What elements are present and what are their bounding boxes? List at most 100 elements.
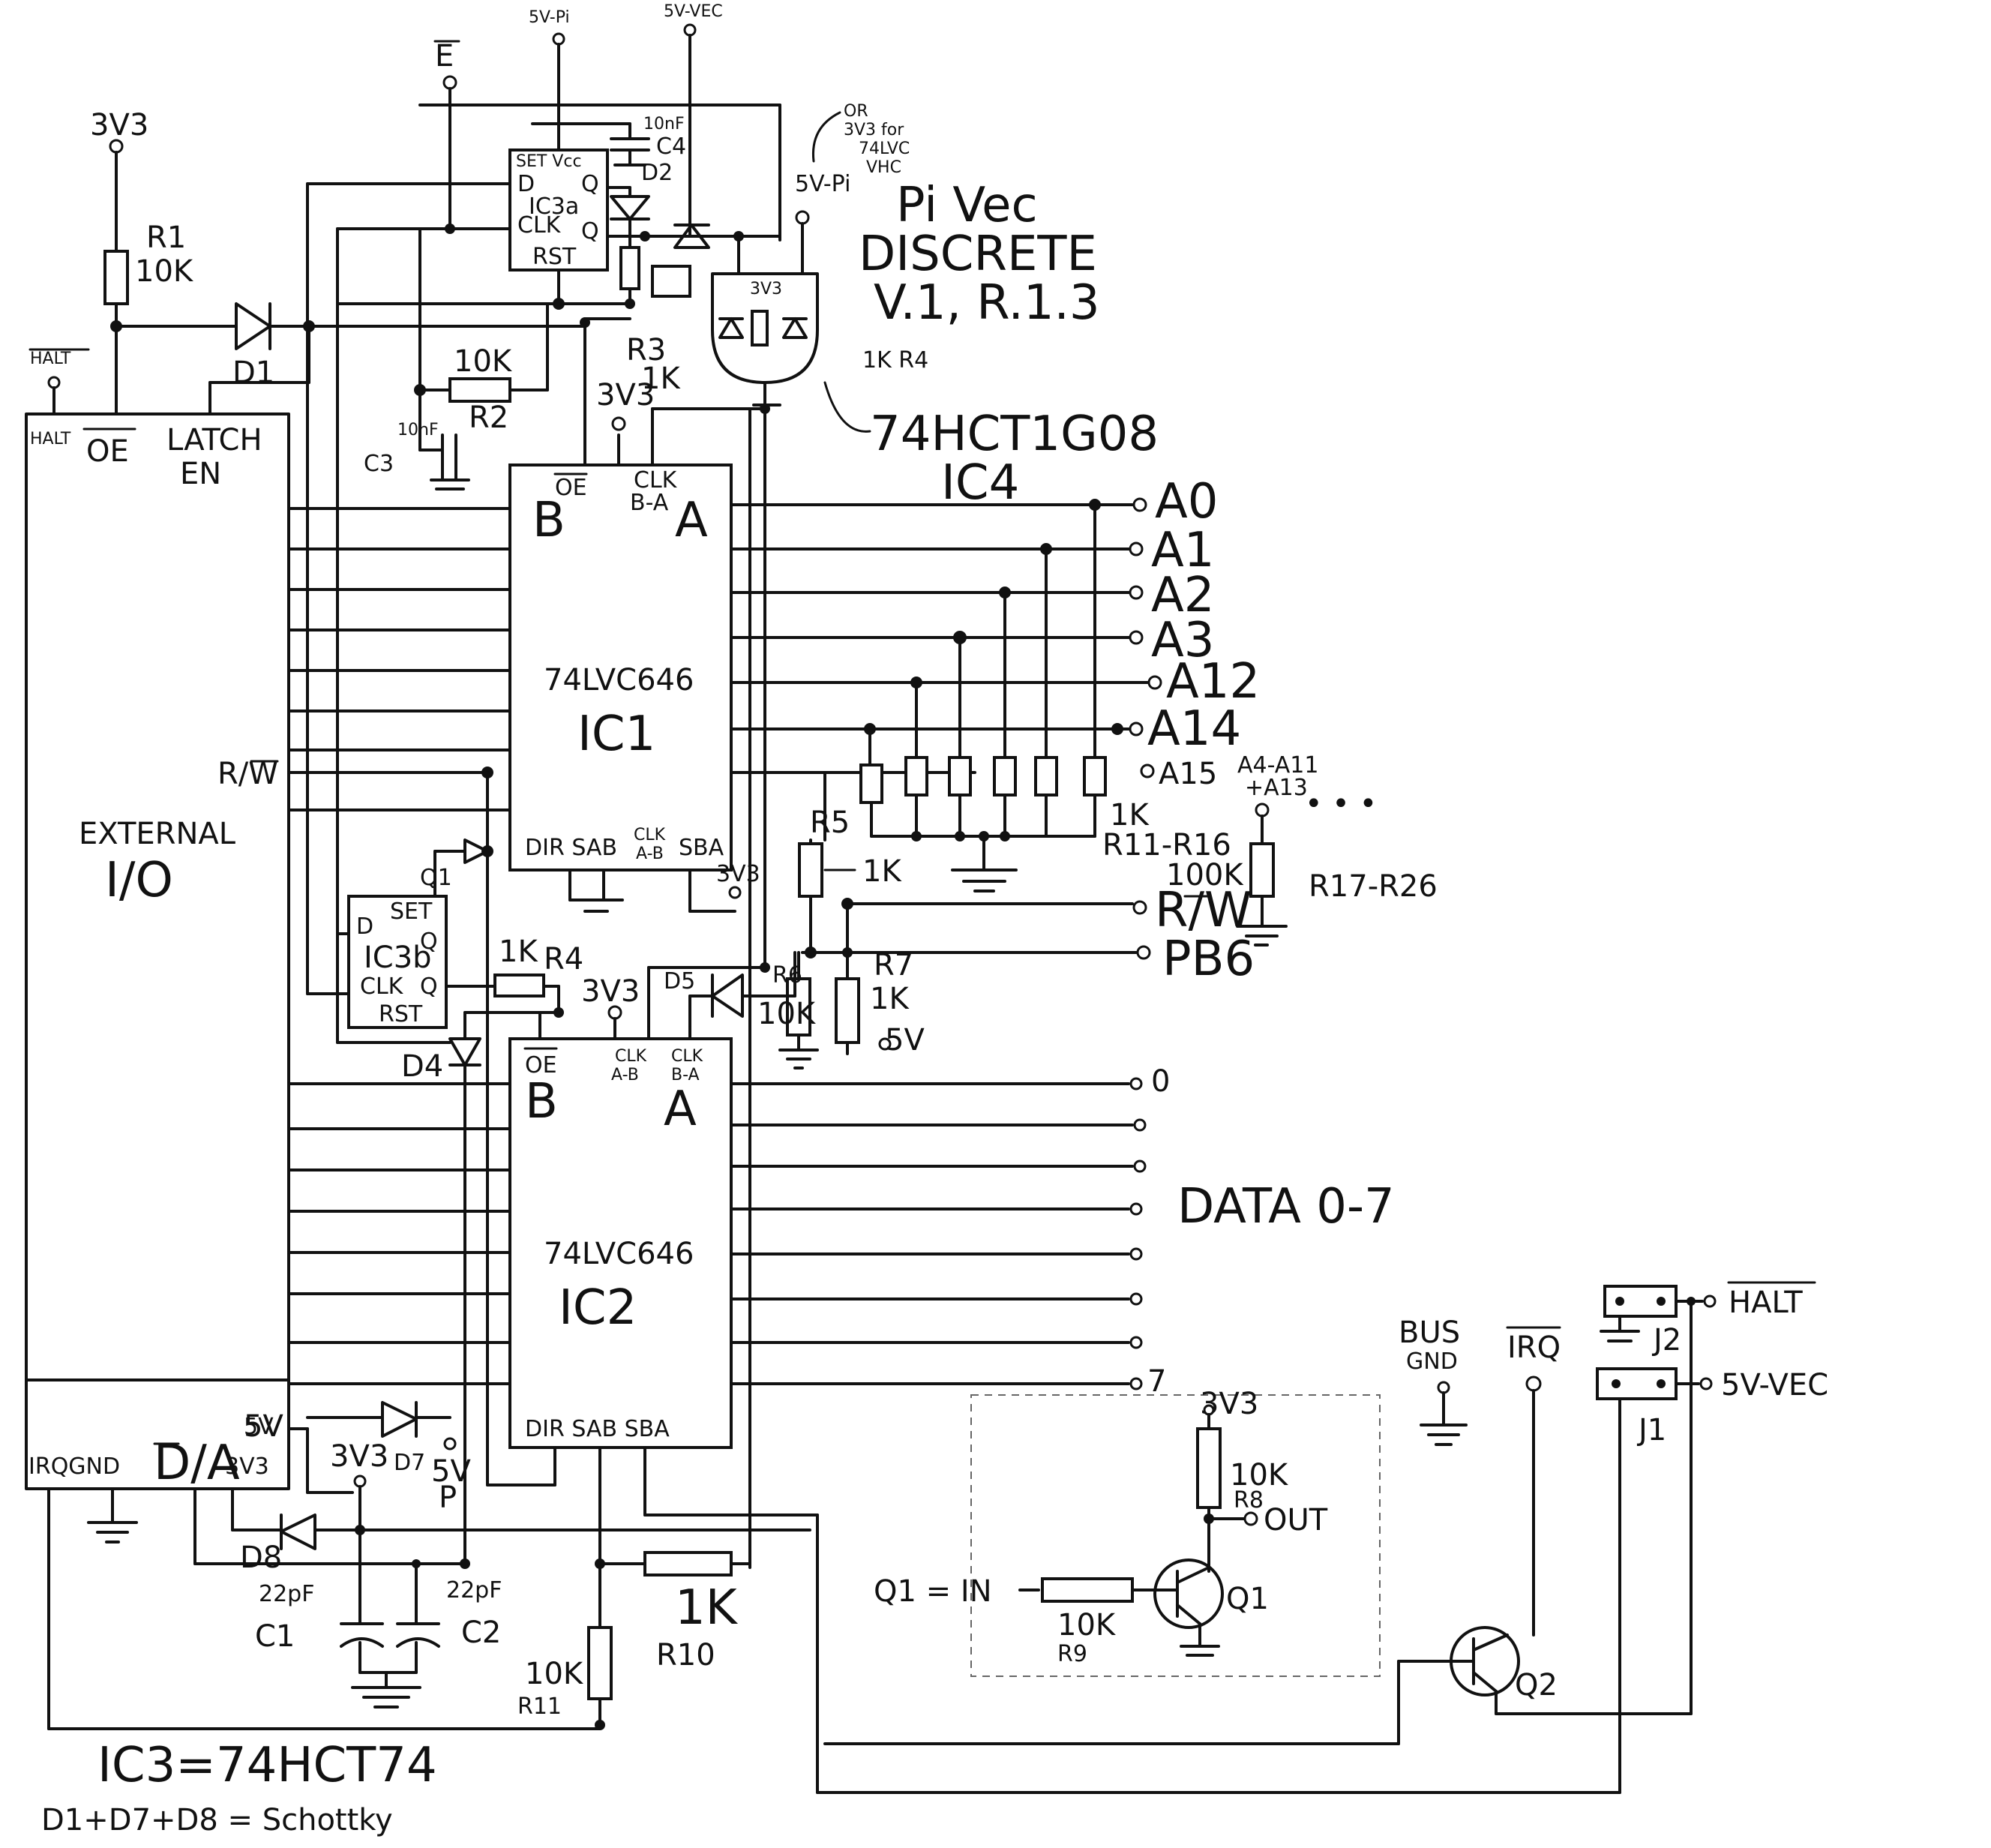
r1-ref: R1 (146, 220, 186, 255)
ic2-oe: OE (525, 1052, 557, 1078)
d8-label: D8 (240, 1540, 282, 1575)
ic2-b-bus (287, 1082, 511, 1385)
address-pin-a3 (1129, 630, 1144, 645)
external-label: EXTERNAL (79, 817, 236, 851)
data-bus-label: DATA 0-7 (1177, 1179, 1395, 1234)
q2-label: Q2 (1515, 1668, 1558, 1702)
notes: IC3=74HCT74 D1+D7+D8 = Schottky (41, 1738, 437, 1838)
rw-connector-label: R/W (217, 757, 278, 791)
r5-ref: R5 (810, 806, 850, 840)
data-bus: 0 7 DATA 0-7 (730, 1064, 1395, 1399)
connector-3v3-label: 3V3 (225, 1454, 269, 1480)
data-pin-5 (1129, 1292, 1143, 1306)
ic3a-flip-flop: SET Vcc D Q IC3a CLK Q RST (306, 104, 781, 995)
address-label-a1: A1 (1151, 523, 1215, 578)
halt-test-pin (47, 376, 61, 389)
data-label-7: 7 (1147, 1364, 1166, 1399)
e-bar-label: E (435, 39, 454, 74)
d4-label: D4 (401, 1049, 443, 1084)
supply-3v3-label: 3V3 (90, 108, 148, 142)
rw-pb6-network: R5 1K R/W PB6 10K R6 R7 1K 5V (730, 771, 1255, 1070)
r2-ref: R2 (469, 400, 508, 435)
ic3b-clk: CLK (360, 974, 404, 1000)
ic2-dir-sab-sba: DIR SAB SBA (525, 1416, 670, 1442)
pi-label: P (439, 1480, 457, 1515)
ic2-clk-ab: CLK (615, 1047, 647, 1066)
data-pin-6 (1129, 1336, 1143, 1349)
r7-value: 1K (870, 982, 910, 1016)
diode-d2 (610, 195, 650, 220)
note-or: OR (844, 102, 868, 121)
d2-label: D2 (641, 160, 673, 186)
external-io-connector: HALT HALT OE LATCH EN R/W EXTERNAL I/O I… (25, 348, 290, 1544)
ic2-clk-ab-2: A-B (611, 1066, 639, 1084)
supply-rails: 3V3 5V-Pi 5V-VEC E (90, 2, 723, 253)
signal-5v-vec-label: 5V-VEC (1721, 1368, 1828, 1402)
d7-3v3-label: 3V3 (330, 1439, 388, 1474)
note-diodes: D1+D7+D8 = Schottky (41, 1803, 393, 1838)
ic3b-ref: IC3b (364, 940, 432, 975)
ic3a-qbar: Q (581, 218, 599, 244)
address-pin-a12 (1147, 675, 1162, 690)
irqgnd-label: IRQGND (28, 1454, 120, 1480)
power-select-network: 5V D7 5V P 3V3 D8 22p (47, 1401, 811, 1730)
bus-gnd-label-1: BUS (1399, 1316, 1460, 1350)
ic3a-d: D (517, 171, 535, 197)
r6-value: 10K (757, 997, 817, 1031)
r3-ref: R3 (626, 333, 666, 368)
address-bus: A0 A1 A2 A3 A12 A14 A15 A4-A11 +A13 • • … (730, 474, 1377, 821)
d7-label: D7 (394, 1450, 425, 1476)
r4-ref: R4 (544, 942, 583, 976)
latch-label: LATCH (166, 423, 262, 458)
address-note-a13: +A13 (1245, 775, 1308, 801)
supply-5v-pi-label: 5V-Pi (529, 8, 570, 27)
address-note-dots: • • • (1305, 787, 1377, 821)
ic2-3v3: 3V3 (581, 974, 640, 1009)
v5-label: 5V (244, 1409, 283, 1444)
r11-r16-ref: R11-R16 (1102, 828, 1231, 862)
ic1-74lvc646: OE CLK B-A B A 74LVC646 IC1 DIR SAB CLK … (508, 378, 766, 913)
ic1-3v3: 3V3 (596, 378, 655, 412)
address-label-a3: A3 (1151, 613, 1215, 668)
connector-5v-label: 5V (244, 1414, 274, 1440)
ic4-part: 74HCT1G08 (870, 406, 1159, 462)
r8-ref: R8 (1234, 1487, 1264, 1514)
en-label: EN (180, 457, 221, 491)
resistor-r8 (1196, 1427, 1222, 1509)
ic1-part: 74LVC646 (544, 663, 694, 698)
d5-label: D5 (664, 968, 695, 994)
supply-3v3-pin (109, 139, 124, 154)
supply-5v-vec-pin (683, 23, 697, 37)
transistor-section: 3V3 OUT 10K R8 Q1 Q1 = IN 10K R9 BUS GND (823, 1281, 1828, 1745)
title-block: Pi Vec DISCRETE V.1, R.1.3 1K R4 (859, 178, 1100, 374)
ic4-3v3: 3V3 (750, 280, 782, 298)
signal-rw-label: R/W (1155, 883, 1252, 938)
note-vhc: VHC (866, 158, 901, 177)
resistor-bank-r17-r26 (1249, 842, 1275, 898)
resistor-r10 (643, 1551, 733, 1576)
r7-5v: 5V (885, 1023, 925, 1058)
note-ic3: IC3=74HCT74 (97, 1738, 437, 1793)
j1-label: J1 (1636, 1413, 1666, 1448)
io-label: I/O (105, 853, 173, 908)
r11-value: 10K (525, 1657, 584, 1691)
c3-ref: C3 (364, 451, 394, 477)
r1-d1-latch-network: R1 10K D1 10K R2 10nF C3 (103, 220, 586, 490)
ic3b-rst: RST (379, 1001, 423, 1028)
resistor-r9 (1041, 1577, 1134, 1603)
ic2-part: 74LVC646 (544, 1237, 694, 1271)
data-pin-1 (1133, 1118, 1147, 1132)
d5-network: D5 (647, 404, 796, 1569)
resistor-r1 (103, 250, 129, 305)
ic1-3v3-sba: 3V3 (716, 861, 760, 887)
q1-in-label: Q1 = IN (874, 1574, 992, 1609)
halt-label-small: HALT (30, 350, 71, 368)
ic4-5v-pi: 5V-Pi (795, 171, 850, 197)
resistor-r3 (619, 246, 640, 290)
c2-ref: C2 (461, 1616, 501, 1650)
r11-ref: R11 (517, 1694, 562, 1720)
ic3a-set: SET Vcc (516, 152, 582, 171)
c4-value: 10nF (643, 115, 685, 134)
diode-d3 (673, 224, 710, 249)
